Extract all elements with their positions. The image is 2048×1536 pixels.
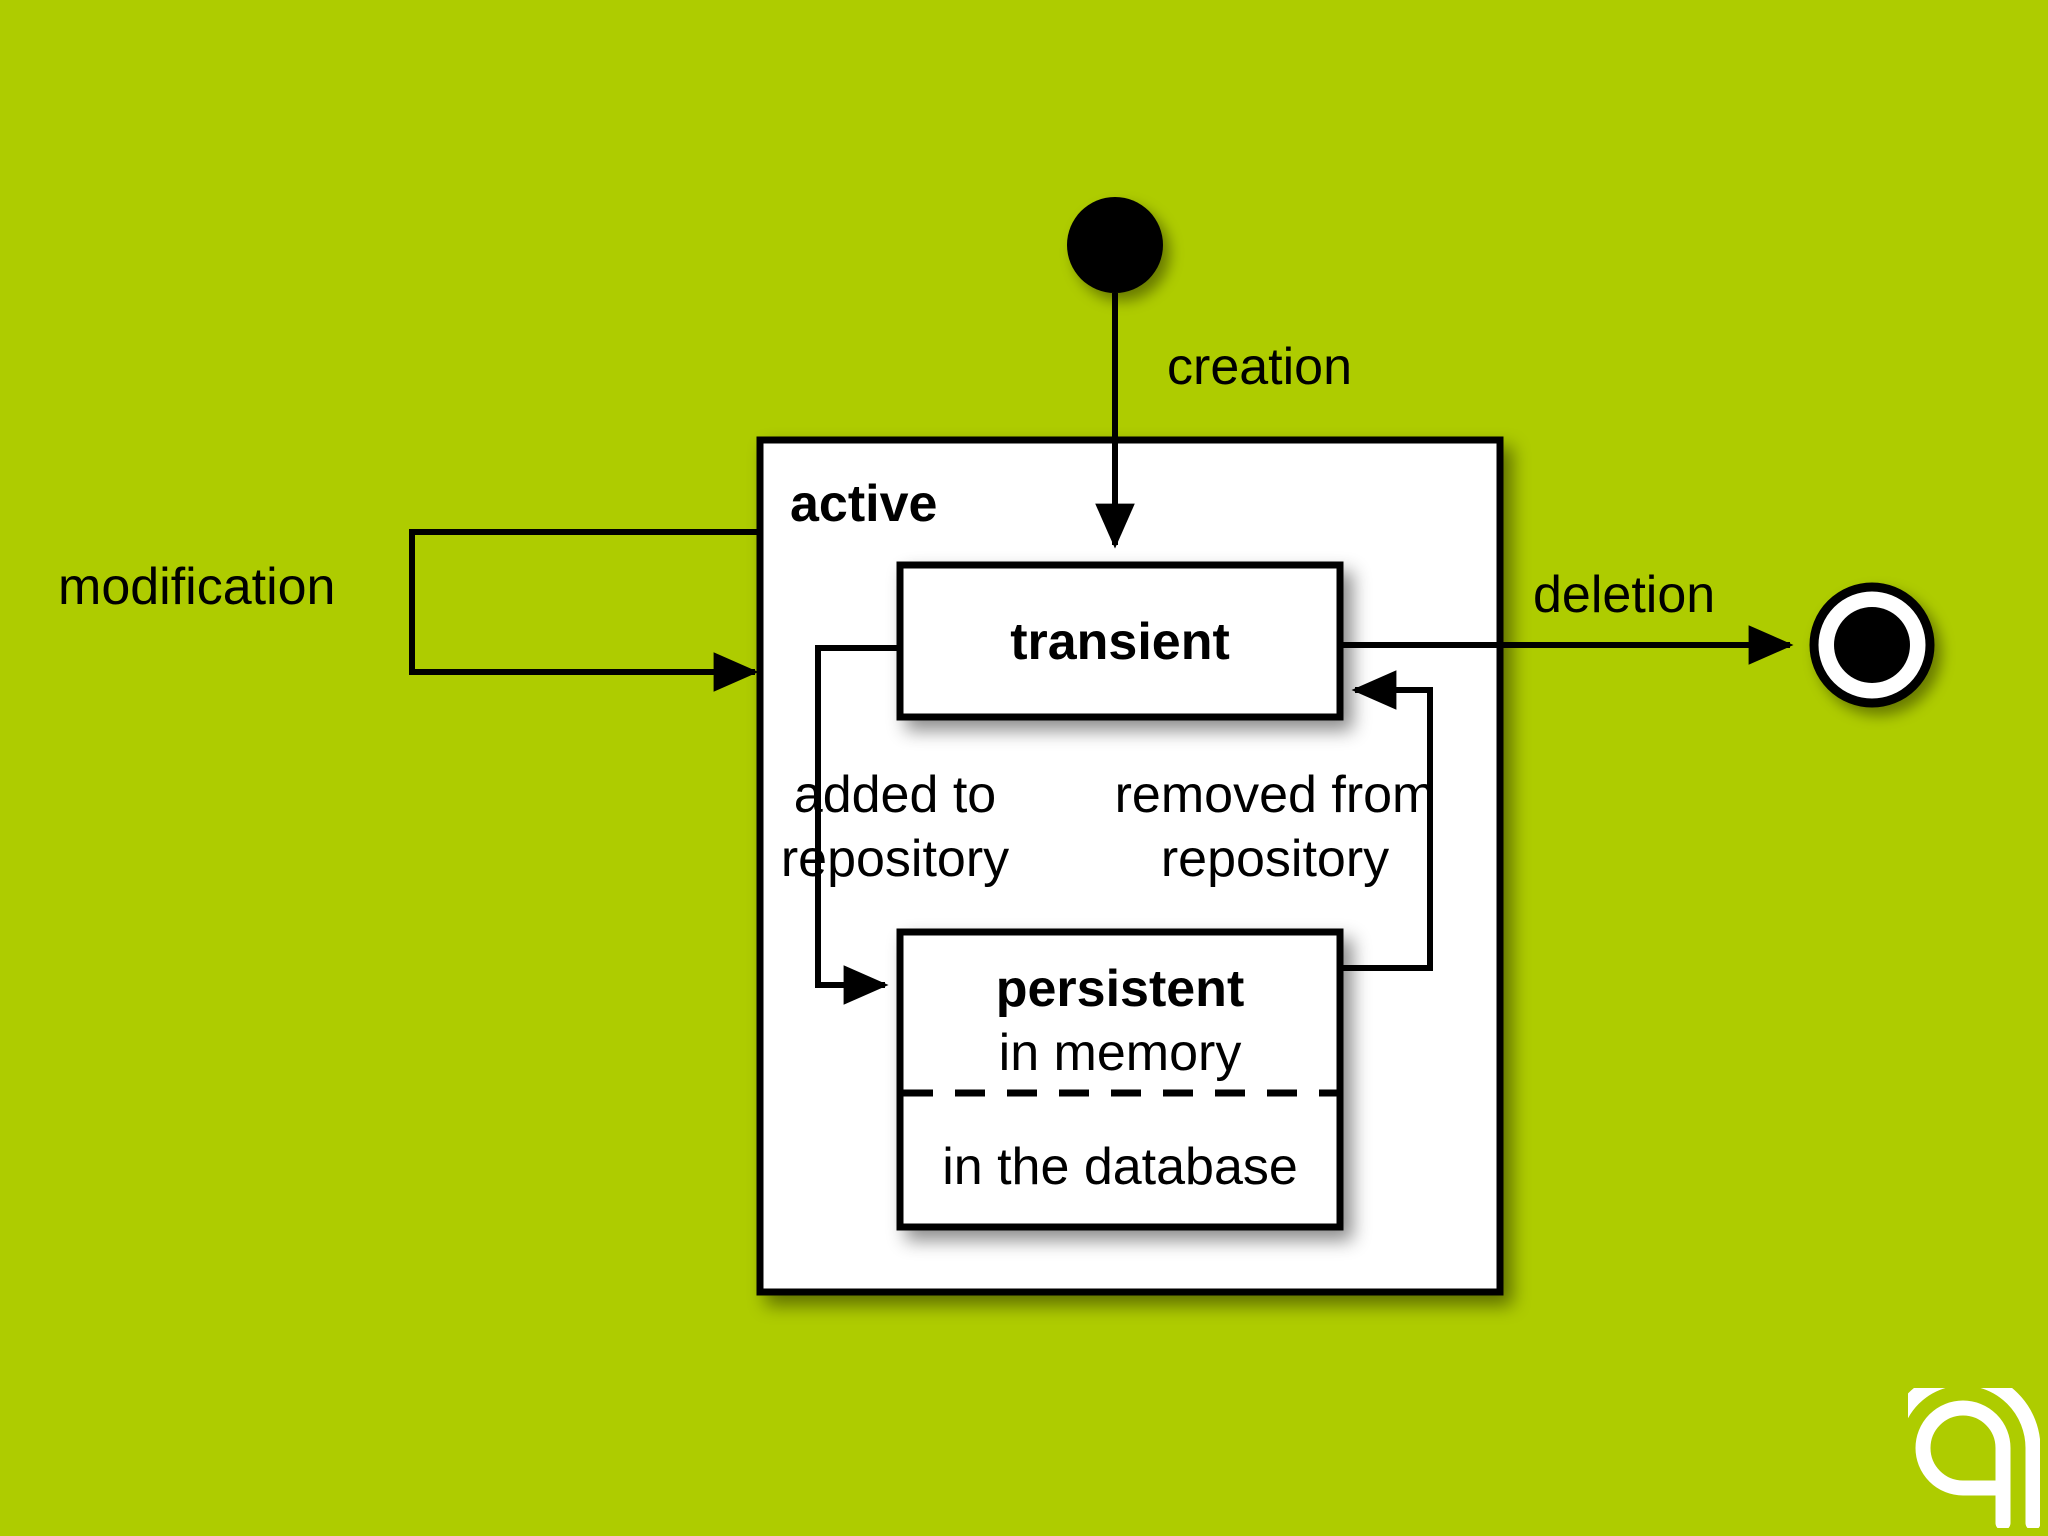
transition-modification-label: modification <box>58 558 336 616</box>
state-persistent-label: persistent <box>995 960 1245 1018</box>
transition-deletion-label: deletion <box>1533 566 1716 624</box>
state-persistent-box[interactable] <box>896 928 1344 1231</box>
state-active-label: active <box>790 475 938 533</box>
persistent-in-the-database-label: in the database <box>942 1138 1298 1196</box>
transition-added-label-line1: added to <box>793 766 997 824</box>
persistent-in-memory-label: in memory <box>998 1024 1242 1082</box>
spiral-a-logo <box>1908 1388 2040 1528</box>
transition-creation-label: creation <box>1167 338 1352 396</box>
transition-added-to-repository[interactable] <box>815 645 900 1005</box>
transition-added-label-line2: repository <box>780 830 1010 888</box>
final-state[interactable] <box>1809 582 1935 708</box>
state-transient-label: transient <box>1010 613 1230 671</box>
transition-removed-label-line2: repository <box>1160 830 1390 888</box>
state-transient-box[interactable] <box>896 561 1344 721</box>
transition-removed-from-repository[interactable] <box>1340 670 1433 971</box>
initial-state[interactable] <box>1067 197 1163 293</box>
initial-state-dot[interactable] <box>1067 197 1163 293</box>
transition-removed-label-line1: removed from <box>1114 766 1436 824</box>
final-state-dot[interactable] <box>1834 607 1910 683</box>
transition-modification[interactable] <box>409 529 763 692</box>
